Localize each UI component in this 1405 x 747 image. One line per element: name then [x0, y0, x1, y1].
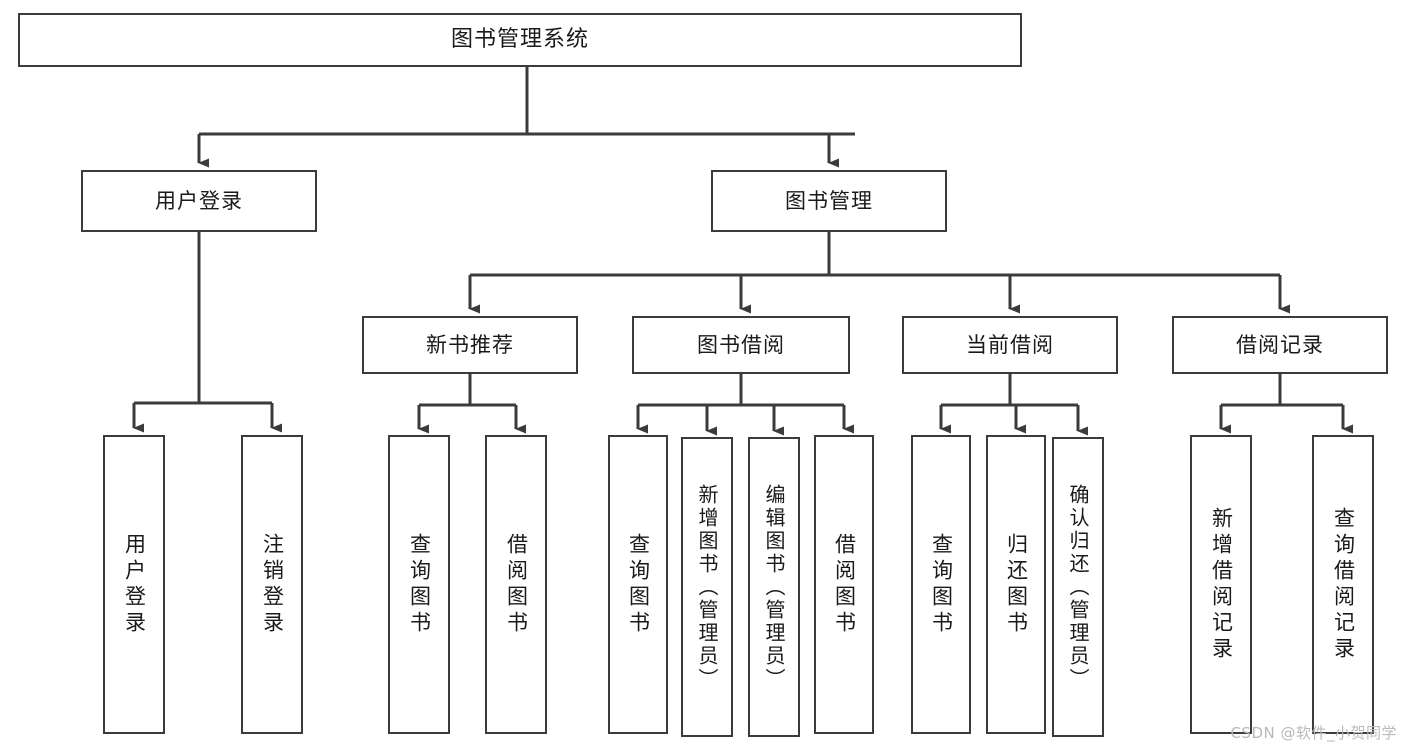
leaf-query-book-current[interactable]: 查询图书	[911, 435, 971, 734]
leaf-confirm-return-admin-label: 确认归还（管理员）	[1066, 483, 1090, 691]
leaf-add-borrow-record-label: 新增借阅记录	[1209, 506, 1234, 663]
leaf-user-login[interactable]: 用户登录	[103, 435, 165, 734]
leaf-borrow-book-rec[interactable]: 借阅图书	[485, 435, 547, 734]
node-root[interactable]: 图书管理系统	[18, 13, 1022, 67]
leaf-borrow-book[interactable]: 借阅图书	[814, 435, 874, 734]
leaf-query-book-rec[interactable]: 查询图书	[388, 435, 450, 734]
leaf-confirm-return-admin[interactable]: 确认归还（管理员）	[1052, 437, 1104, 737]
leaf-query-book-borrow[interactable]: 查询图书	[608, 435, 668, 734]
leaf-query-book-current-label: 查询图书	[929, 532, 954, 637]
node-book-manage-label: 图书管理	[785, 188, 873, 213]
node-book-borrow[interactable]: 图书借阅	[632, 316, 850, 374]
leaf-query-book-rec-label: 查询图书	[407, 532, 432, 637]
leaf-query-book-borrow-label: 查询图书	[626, 532, 651, 637]
leaf-add-book-admin[interactable]: 新增图书（管理员）	[681, 437, 733, 737]
leaf-query-borrow-record[interactable]: 查询借阅记录	[1312, 435, 1374, 734]
node-new-book-rec-label: 新书推荐	[426, 332, 514, 357]
leaf-borrow-book-rec-label: 借阅图书	[504, 532, 529, 637]
leaf-user-logout[interactable]: 注销登录	[241, 435, 303, 734]
node-user-login[interactable]: 用户登录	[81, 170, 317, 232]
node-borrow-record[interactable]: 借阅记录	[1172, 316, 1388, 374]
node-borrow-record-label: 借阅记录	[1236, 332, 1324, 357]
leaf-user-logout-label: 注销登录	[260, 532, 285, 637]
node-new-book-rec[interactable]: 新书推荐	[362, 316, 578, 374]
node-user-login-label: 用户登录	[155, 188, 243, 213]
leaf-edit-book-admin[interactable]: 编辑图书（管理员）	[748, 437, 800, 737]
node-book-manage[interactable]: 图书管理	[711, 170, 947, 232]
node-root-label: 图书管理系统	[450, 27, 589, 53]
leaf-edit-book-admin-label: 编辑图书（管理员）	[762, 483, 786, 691]
node-current-borrow-label: 当前借阅	[966, 332, 1054, 357]
leaf-return-book[interactable]: 归还图书	[986, 435, 1046, 734]
leaf-return-book-label: 归还图书	[1004, 532, 1029, 637]
leaf-add-book-admin-label: 新增图书（管理员）	[695, 483, 719, 691]
node-book-borrow-label: 图书借阅	[697, 332, 785, 357]
leaf-user-login-label: 用户登录	[122, 532, 147, 637]
watermark: CSDN @软件_小贺同学	[1230, 724, 1397, 742]
node-current-borrow[interactable]: 当前借阅	[902, 316, 1118, 374]
leaf-add-borrow-record[interactable]: 新增借阅记录	[1190, 435, 1252, 734]
leaf-borrow-book-label: 借阅图书	[832, 532, 857, 637]
leaf-query-borrow-record-label: 查询借阅记录	[1331, 506, 1356, 663]
